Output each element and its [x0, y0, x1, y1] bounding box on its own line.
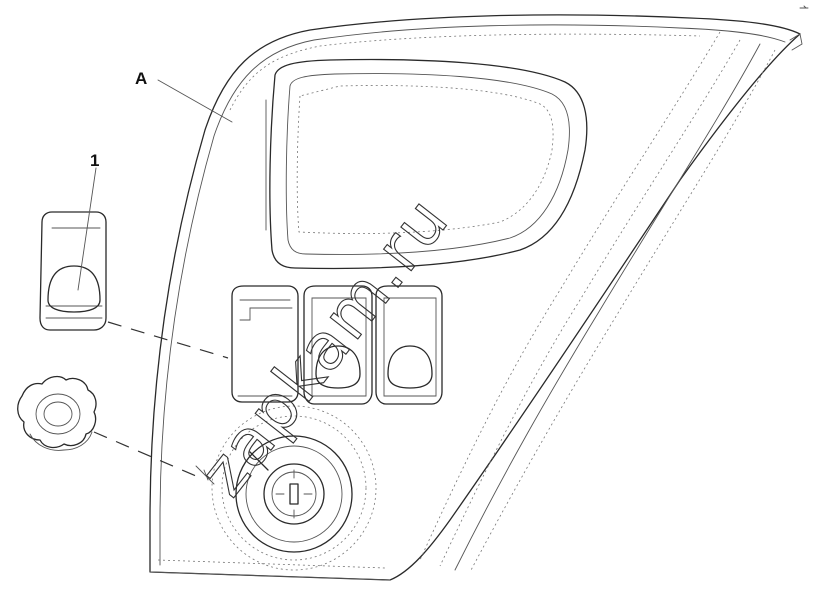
- leader-line-1: [77, 167, 97, 291]
- ignition-lock: [211, 405, 377, 571]
- watermark-text: zapkam.ru: [186, 184, 464, 510]
- switch-bank: [231, 285, 443, 405]
- callout-a: A: [135, 69, 147, 88]
- assembly-guides: [93, 321, 229, 485]
- side-panel-assembly: [149, 14, 803, 581]
- corner-mark: [799, 5, 809, 9]
- rotary-knob: [17, 375, 97, 451]
- switch-slot-2: [303, 285, 373, 405]
- callout-1: 1: [90, 151, 99, 170]
- window-opening: [265, 58, 588, 270]
- leader-line-a: [157, 79, 233, 123]
- switch-slot-3: [375, 285, 443, 405]
- part-1-switch: [39, 211, 107, 331]
- switch-slot-blank: [231, 285, 299, 403]
